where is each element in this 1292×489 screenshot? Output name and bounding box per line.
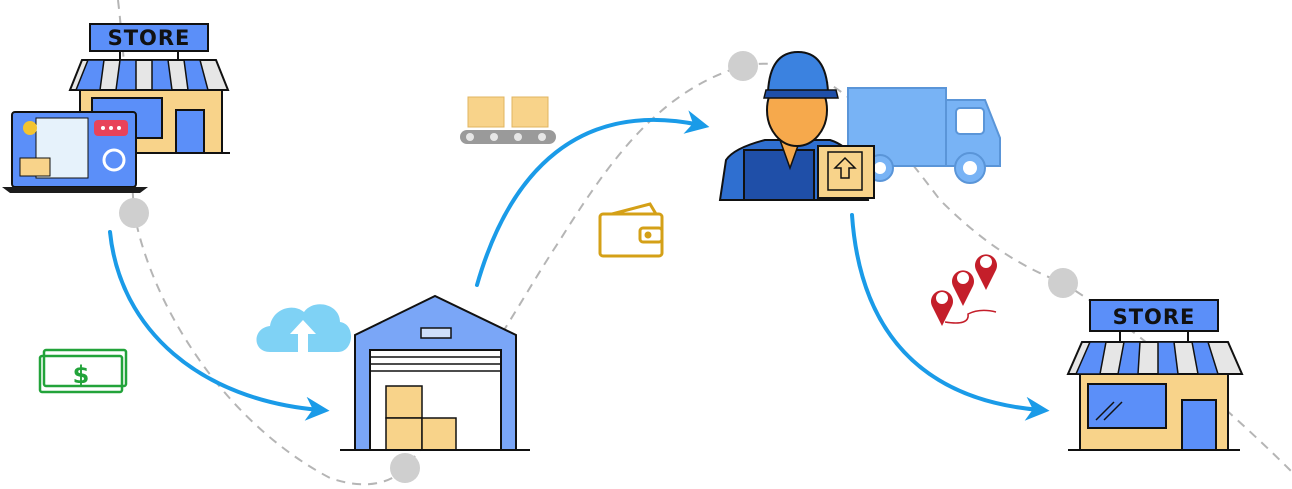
- flow-arrow-store-to-warehouse: [108, 230, 330, 421]
- cloud-upload-icon: [256, 304, 352, 352]
- svg-text:$: $: [73, 361, 90, 389]
- store-icon: STORE: [1066, 299, 1244, 451]
- route-node-dot: [1048, 268, 1078, 298]
- route-node-dot: [119, 198, 149, 228]
- flow-arrow-warehouse-to-courier: [475, 110, 710, 287]
- money-icon: $: [38, 348, 128, 394]
- warehouse-icon: [340, 294, 530, 451]
- store-icon: STORE: [68, 23, 230, 154]
- store-sign-label: STORE: [108, 26, 191, 50]
- conveyor-boxes-icon: [460, 96, 556, 144]
- route-node-dot: [390, 453, 420, 483]
- location-pins-icon: [931, 254, 997, 326]
- route-node-dot: [728, 51, 758, 81]
- flow-arrow-courier-to-store: [850, 213, 1050, 421]
- store-sign-label: STORE: [1113, 305, 1196, 329]
- delivery-truck-icon: [847, 87, 1001, 184]
- delivery-man-icon: [718, 50, 875, 201]
- laptop-ecommerce-icon: [2, 111, 148, 193]
- wallet-icon: [598, 202, 664, 258]
